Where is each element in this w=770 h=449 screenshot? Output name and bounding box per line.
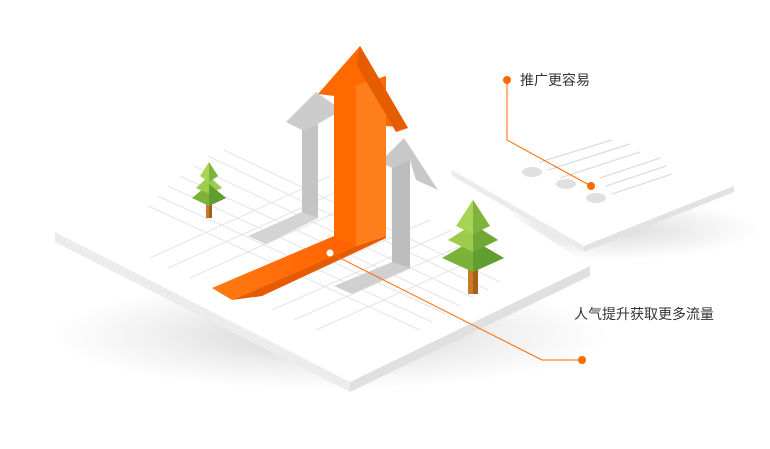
callout-label-promote: 推广更容易 [520,73,590,89]
callout-dot[interactable] [578,356,586,364]
secondary-board [452,112,734,252]
tree-icon [442,200,504,294]
grey-arrow-left [248,92,342,244]
callout-dot[interactable] [503,76,511,84]
tree-icon [192,162,226,218]
callout-label-traffic: 人气提升获取更多流量 [574,307,714,323]
callout-lines [329,80,592,361]
callout-dot[interactable] [587,182,595,190]
growth-arrow[interactable] [212,46,408,300]
badge-icon [556,179,576,189]
badge-icon [522,167,542,177]
grey-arrow-right [334,138,438,294]
badge-icon [586,193,606,203]
callout-dot[interactable] [325,248,335,258]
